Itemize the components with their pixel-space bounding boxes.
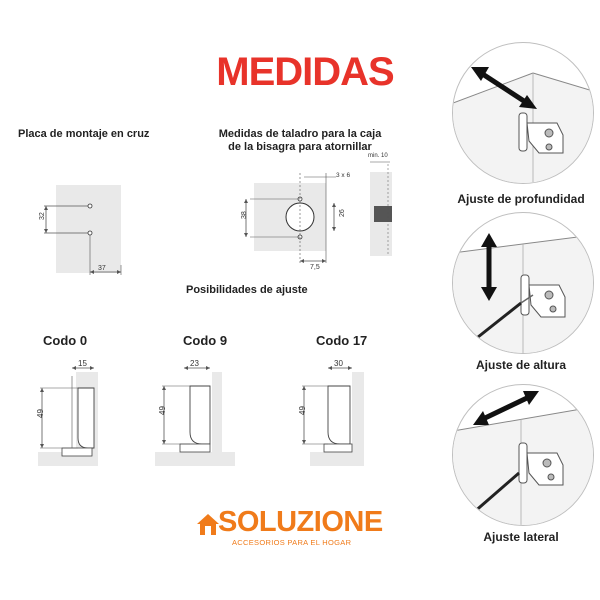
codo-0-diagram: 49 15 (36, 359, 98, 466)
page-title: MEDIDAS (216, 50, 394, 94)
drilling-dim-offset: 7,5 (310, 264, 320, 271)
height-adjust-caption: Ajuste de altura (475, 358, 567, 372)
depth-adjust-illustration (452, 42, 594, 184)
lateral-adjust-caption: Ajuste lateral (483, 530, 559, 544)
height-arrow-icon (453, 233, 593, 353)
drilling-diagram: 38 26 3 x 6 7,5 (241, 172, 350, 271)
codo-17-dim-side: 49 (298, 406, 307, 415)
depth-adjust-caption: Ajuste de profundidad (457, 192, 585, 206)
adjust-possibilities-label: Posibilidades de ajuste (186, 284, 308, 296)
codo-17-diagram: 30 49 (298, 359, 364, 466)
codo-9-dim-side: 49 (158, 406, 167, 415)
codo-0-dim-top: 15 (78, 359, 87, 368)
drilling-dim-hole-spec: 3 x 6 (336, 172, 350, 179)
codo-17-dim-top: 30 (334, 359, 343, 368)
codo-17-label: Codo 17 (316, 333, 368, 348)
mounting-plate-dim-vertical: 32 (39, 212, 46, 220)
brand-logo: SOLUZIONE (218, 506, 383, 538)
house-logo-icon (196, 513, 220, 537)
drilling-dim-height-right: 26 (339, 209, 346, 217)
lateral-adjust-illustration (452, 384, 594, 526)
codo-9-dim-top: 23 (190, 359, 199, 368)
codo-0-label: Codo 0 (43, 333, 88, 348)
drilling-label-line2: de la bisagra para atornillar (228, 141, 372, 153)
height-adjust-illustration (452, 212, 594, 354)
mounting-plate-label: Placa de montaje en cruz (18, 128, 150, 140)
drilling-dim-height-left: 38 (241, 211, 248, 219)
depth-arrow-icon (453, 67, 593, 183)
mounting-plate-diagram: 32 37 (39, 185, 122, 275)
codo-0-dim-side: 49 (36, 409, 45, 418)
brand-tagline: ACCESORIOS PARA EL HOGAR (232, 538, 352, 547)
codo-9-label: Codo 9 (183, 333, 228, 348)
codo-9-diagram: 23 49 (155, 359, 235, 466)
lateral-arrow-icon (453, 391, 593, 525)
drilling-label-line1: Medidas de taladro para la caja (218, 128, 382, 140)
mounting-plate-dim-horizontal: 37 (98, 265, 106, 272)
drilling-dim-min: min. 10 (368, 153, 388, 159)
side-view-diagram: min. 10 (368, 153, 392, 256)
